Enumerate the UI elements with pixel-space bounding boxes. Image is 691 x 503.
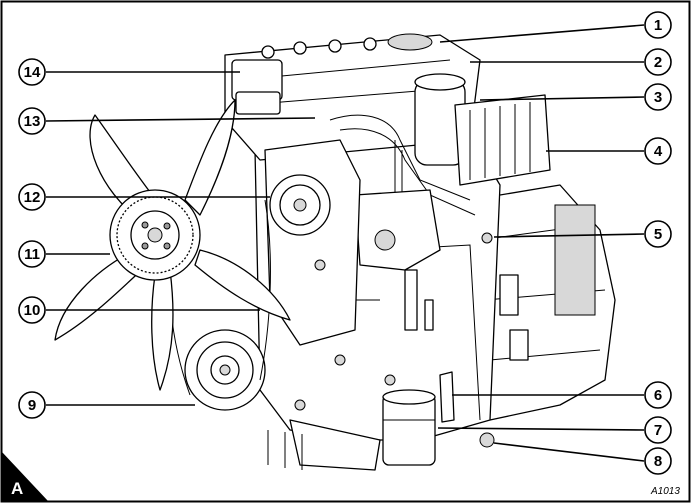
callout-2: 2 xyxy=(644,48,672,76)
callout-14: 14 xyxy=(18,58,46,86)
callout-6: 6 xyxy=(644,381,672,409)
callout-9: 9 xyxy=(18,391,46,419)
callout-13: 13 xyxy=(18,107,46,135)
callout-3-label: 3 xyxy=(654,89,662,106)
callout-10-label: 10 xyxy=(24,302,41,319)
callout-13-label: 13 xyxy=(24,113,41,130)
callout-10: 10 xyxy=(18,296,46,324)
callout-6-label: 6 xyxy=(654,387,662,404)
callout-12-label: 12 xyxy=(24,189,41,206)
oil-filter xyxy=(382,394,436,466)
callout-5: 5 xyxy=(644,220,672,248)
callout-7: 7 xyxy=(644,416,672,444)
callout-3: 3 xyxy=(644,83,672,111)
leader-lines xyxy=(45,24,645,462)
panel-corner-tag xyxy=(2,452,48,501)
fuel-injection-pump xyxy=(354,189,441,271)
callout-14-label: 14 xyxy=(24,64,41,81)
fan-blade xyxy=(151,269,174,391)
callout-12: 12 xyxy=(18,183,46,211)
engine-illustration xyxy=(54,33,616,471)
fan-blade xyxy=(184,99,236,216)
callout-11: 11 xyxy=(18,240,46,268)
induction-manifold xyxy=(454,94,551,186)
fan-blade xyxy=(194,249,291,321)
callout-11-label: 11 xyxy=(24,246,40,263)
callout-1: 1 xyxy=(644,11,672,39)
oil-filler-pipe xyxy=(439,371,455,423)
fuel-pipe-vertical xyxy=(404,269,418,331)
panel-letter: A xyxy=(11,479,23,498)
callout-7-label: 7 xyxy=(654,422,662,439)
housing-bracket xyxy=(554,204,596,316)
callout-2-label: 2 xyxy=(654,54,662,71)
figure-reference-code: A1013 xyxy=(650,486,680,497)
callout-4: 4 xyxy=(644,137,672,165)
callout-5-label: 5 xyxy=(654,226,662,243)
callout-1-label: 1 xyxy=(654,17,662,34)
fan-blade xyxy=(54,249,151,341)
callout-9-label: 9 xyxy=(28,397,36,414)
oil-sump xyxy=(289,419,381,471)
callout-8: 8 xyxy=(644,447,672,475)
sump-drain-plug xyxy=(479,432,495,448)
callout-4-label: 4 xyxy=(654,143,663,160)
callout-8-label: 8 xyxy=(654,453,662,470)
oil-filler-cap xyxy=(387,33,433,51)
